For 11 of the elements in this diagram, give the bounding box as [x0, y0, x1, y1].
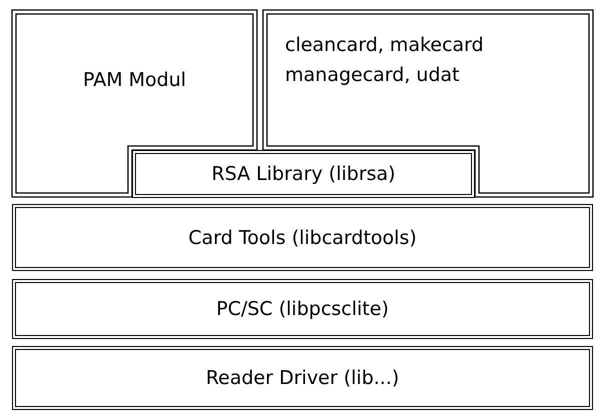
library-layer	[12, 279, 593, 339]
layer-label: cleancard, makecard managecard, udat	[285, 33, 485, 88]
layer-label: PAM Modul	[82, 68, 188, 93]
driver-layer	[12, 346, 593, 410]
library-layer	[12, 204, 593, 271]
layer-label: Reader Driver (lib...)	[206, 366, 400, 391]
library-layer	[132, 150, 475, 198]
layer-label: Card Tools (libcardtools)	[188, 226, 417, 250]
layer-label: PC/SC (libpcsclite)	[216, 297, 389, 322]
layer-label: RSA Library (librsa)	[212, 162, 396, 187]
module-block	[12, 10, 257, 197]
